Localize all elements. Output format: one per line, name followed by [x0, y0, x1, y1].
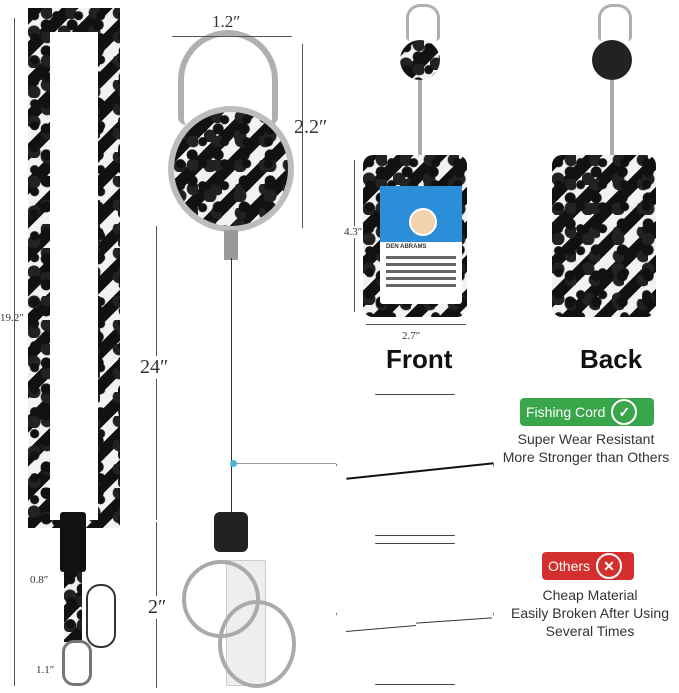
holder-height-label: 4.3″: [344, 226, 363, 238]
others-caption-line3: Several Times: [545, 623, 635, 639]
lanyard-gap: [50, 32, 98, 520]
front-mini-reel: [400, 40, 440, 80]
carabiner: [178, 30, 278, 125]
fishing-cord-caption-line1: Super Wear Resistant: [517, 431, 655, 447]
swivel-clasp: [218, 600, 296, 688]
others-caption-line1: Cheap Material: [542, 587, 638, 603]
cord-pointer-line: [236, 463, 336, 464]
reel-width-label: 1.2″: [212, 12, 241, 31]
others-hex: [336, 543, 494, 685]
lanyard-lower-strap: [64, 572, 82, 642]
back-mini-reel: [592, 40, 632, 80]
cord-pointer-dot: [230, 460, 237, 467]
strap-width-label: 1.1″: [36, 664, 55, 676]
back-card-holder: [552, 155, 656, 317]
reel-width-line: [172, 36, 292, 37]
front-mini-carabiner: [406, 4, 440, 41]
others-caption-line2: Easily Broken After Using: [511, 605, 669, 621]
holder-width-label: 2.7″: [402, 330, 421, 342]
clip-length-label: 2″: [148, 596, 167, 619]
id-card: DEN ABRAMS: [380, 186, 462, 304]
reel-height-line: [302, 44, 303, 228]
reel-neck: [224, 230, 238, 260]
holder-width-line: [366, 324, 466, 325]
front-connector: [418, 80, 422, 156]
others-badge: Others ✕: [542, 552, 634, 580]
lanyard-buckle: [60, 512, 86, 572]
lanyard-length-label: 19.2″: [0, 312, 24, 324]
cord-clip: [214, 512, 248, 552]
x-icon: ✕: [596, 553, 623, 579]
fishing-cord-caption-line2: More Stronger than Others: [502, 449, 670, 465]
fishing-cord-badge: Fishing Cord ✓: [520, 398, 654, 426]
lanyard-clip: [62, 640, 92, 686]
id-avatar: [409, 208, 437, 236]
back-connector: [610, 80, 614, 156]
phone-loop: [86, 584, 116, 648]
fishing-cord-badge-label: Fishing Cord: [526, 404, 606, 420]
reel-height-label: 2.2″: [294, 116, 328, 138]
others-caption: Cheap Material Easily Broken After Using…: [504, 586, 676, 640]
others-badge-label: Others: [548, 558, 591, 574]
back-label: Back: [580, 344, 643, 374]
front-label: Front: [386, 344, 453, 374]
badge-reel: [168, 106, 294, 232]
fishing-cord-caption: Super Wear Resistant More Stronger than …: [500, 430, 672, 466]
cord-length-label: 24″: [140, 356, 169, 379]
id-name: DEN ABRAMS: [386, 244, 427, 250]
buckle-width-label: 0.8″: [30, 574, 49, 586]
lanyard-dimension-line: [14, 18, 15, 686]
retractable-cord: [231, 258, 232, 518]
back-mini-carabiner: [598, 4, 632, 41]
check-icon: ✓: [611, 399, 638, 425]
